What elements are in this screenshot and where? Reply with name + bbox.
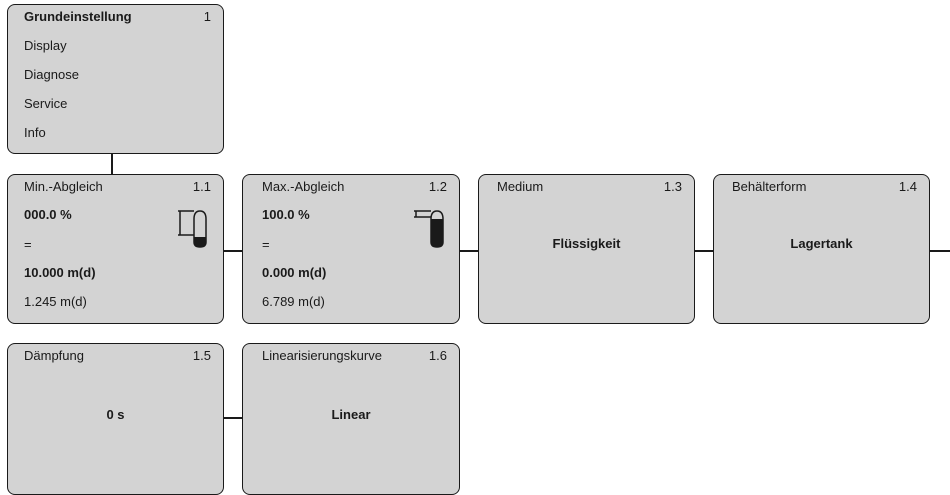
- min-distance-value: 10.000 m(d): [24, 265, 96, 280]
- equals-sign: =: [262, 237, 270, 252]
- damping-box[interactable]: Dämpfung 1.5 0 s: [7, 343, 224, 495]
- vessel-form-box[interactable]: Behälterform 1.4 Lagertank: [713, 174, 930, 324]
- max-adjust-box[interactable]: Max.-Abgleich 1.2 100.0 % = 0.000 m(d) 6…: [242, 174, 460, 324]
- box-title: Linearisierungskurve: [262, 348, 382, 363]
- box-title: Dämpfung: [24, 348, 84, 363]
- menu-item-grundeinstellung[interactable]: Grundeinstellung: [24, 9, 132, 24]
- min-adjust-box[interactable]: Min.-Abgleich 1.1 000.0 % = 10.000 m(d) …: [7, 174, 224, 324]
- box-title: Medium: [497, 179, 544, 194]
- box-number: 1.5: [192, 348, 211, 363]
- box-number: 1.3: [663, 179, 682, 194]
- connector-min-max: [223, 250, 243, 252]
- menu-number: 1: [203, 9, 211, 24]
- linearization-box[interactable]: Linearisierungskurve 1.6 Linear: [242, 343, 460, 495]
- box-title: Behälterform: [732, 179, 807, 194]
- menu-item-diagnose[interactable]: Diagnose: [24, 67, 79, 82]
- tank-min-icon: [178, 210, 207, 248]
- max-percent-value: 100.0 %: [262, 207, 310, 222]
- box-title: Min.-Abgleich: [24, 179, 103, 194]
- box-number: 1.1: [192, 179, 211, 194]
- min-percent-value: 000.0 %: [24, 207, 72, 222]
- linearization-value: Linear: [331, 407, 371, 422]
- connector-menu-to-min: [111, 153, 113, 176]
- main-menu-box: Grundeinstellung 1 Display Diagnose Serv…: [7, 4, 224, 154]
- medium-value: Flüssigkeit: [552, 236, 621, 251]
- damping-value: 0 s: [106, 407, 125, 422]
- max-distance-value: 0.000 m(d): [262, 265, 327, 280]
- equals-sign: =: [24, 237, 32, 252]
- connector-max-medium: [459, 250, 479, 252]
- box-number: 1.4: [898, 179, 917, 194]
- connector-damp-lin: [223, 417, 243, 419]
- box-number: 1.6: [428, 348, 447, 363]
- medium-box[interactable]: Medium 1.3 Flüssigkeit: [478, 174, 695, 324]
- menu-item-info[interactable]: Info: [24, 125, 46, 140]
- box-title: Max.-Abgleich: [262, 179, 345, 194]
- connector-medium-form: [694, 250, 714, 252]
- tank-max-icon: [414, 210, 444, 248]
- max-current-reading: 6.789 m(d): [262, 294, 325, 309]
- box-number: 1.2: [428, 179, 447, 194]
- vessel-form-value: Lagertank: [790, 236, 853, 251]
- menu-item-display[interactable]: Display: [24, 38, 67, 53]
- connector-form-next: [929, 250, 950, 252]
- menu-item-service[interactable]: Service: [24, 96, 68, 111]
- min-current-reading: 1.245 m(d): [24, 294, 87, 309]
